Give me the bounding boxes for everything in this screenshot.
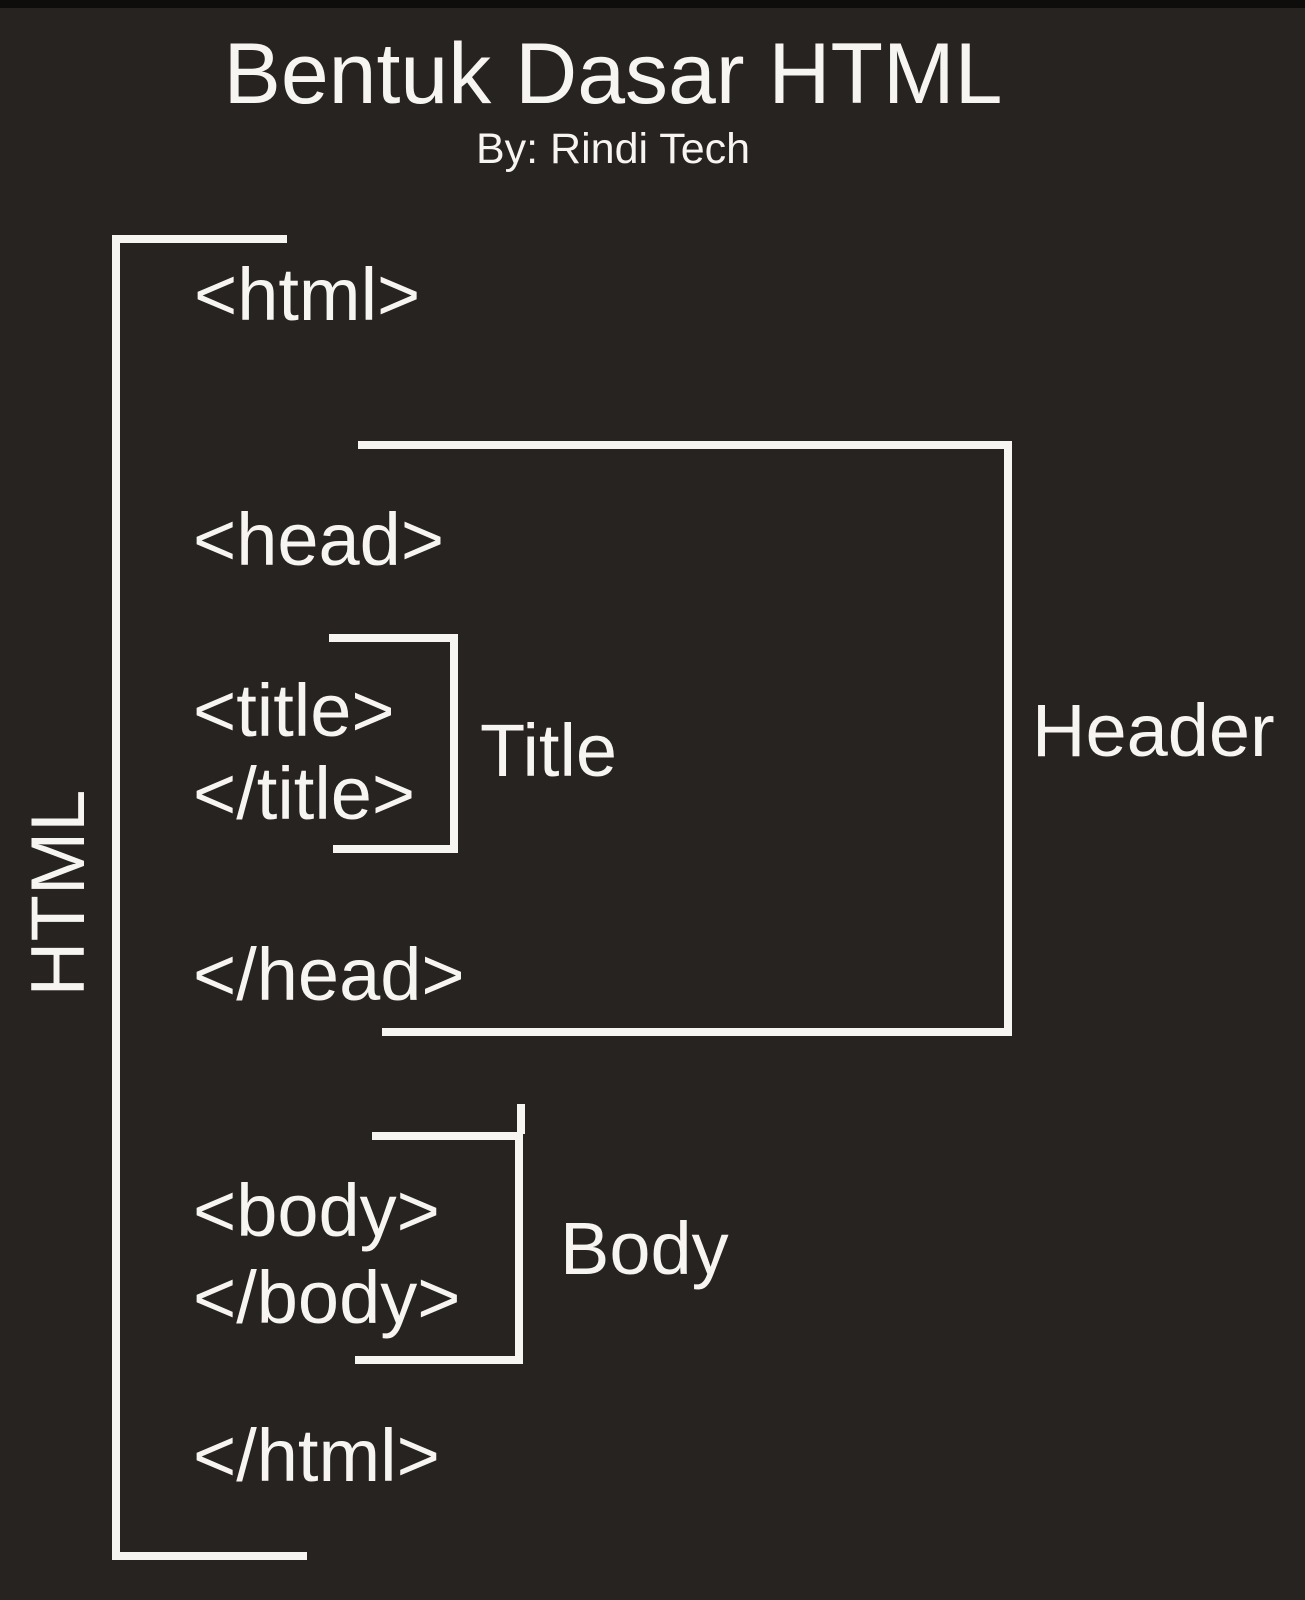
- title-bracket-label: Title: [480, 709, 618, 792]
- body-bracket-top-arm-line: [372, 1132, 523, 1140]
- tag-html-open: <html>: [194, 253, 421, 336]
- body-bracket-tick-artifact: [517, 1104, 525, 1134]
- tag-title-close: </title>: [193, 752, 416, 835]
- header-bracket-label: Header: [1032, 689, 1275, 772]
- tag-html-close: </html>: [193, 1414, 440, 1497]
- html-bracket-vertical-line: [112, 235, 120, 1560]
- body-bracket-bottom-arm-line: [355, 1356, 523, 1364]
- header-bracket-bottom-arm-line: [382, 1028, 1012, 1036]
- html-bracket-bottom-arm-line: [112, 1552, 307, 1560]
- body-bracket-vertical-line: [515, 1132, 523, 1364]
- tag-title-open: <title>: [193, 669, 395, 752]
- header-bracket-vertical-line: [1004, 441, 1012, 1036]
- title-bracket-bottom-arm-line: [333, 845, 458, 853]
- tag-body-open: <body>: [193, 1169, 440, 1252]
- header-bracket-top-arm-line: [358, 441, 1012, 449]
- title-bracket-vertical-line: [450, 634, 458, 853]
- page-title: Bentuk Dasar HTML: [223, 26, 1003, 122]
- html-bracket-top-arm-line: [112, 235, 287, 243]
- tag-head-close: </head>: [193, 933, 465, 1016]
- html-bracket-label: HTML: [16, 789, 101, 997]
- tag-head-open: <head>: [193, 498, 445, 581]
- tag-body-close: </body>: [193, 1256, 461, 1339]
- image-bottom-edge: [0, 0, 1305, 8]
- body-bracket-label: Body: [560, 1207, 729, 1290]
- title-bracket-top-arm-line: [329, 634, 458, 642]
- page-subtitle: By: Rindi Tech: [475, 125, 751, 173]
